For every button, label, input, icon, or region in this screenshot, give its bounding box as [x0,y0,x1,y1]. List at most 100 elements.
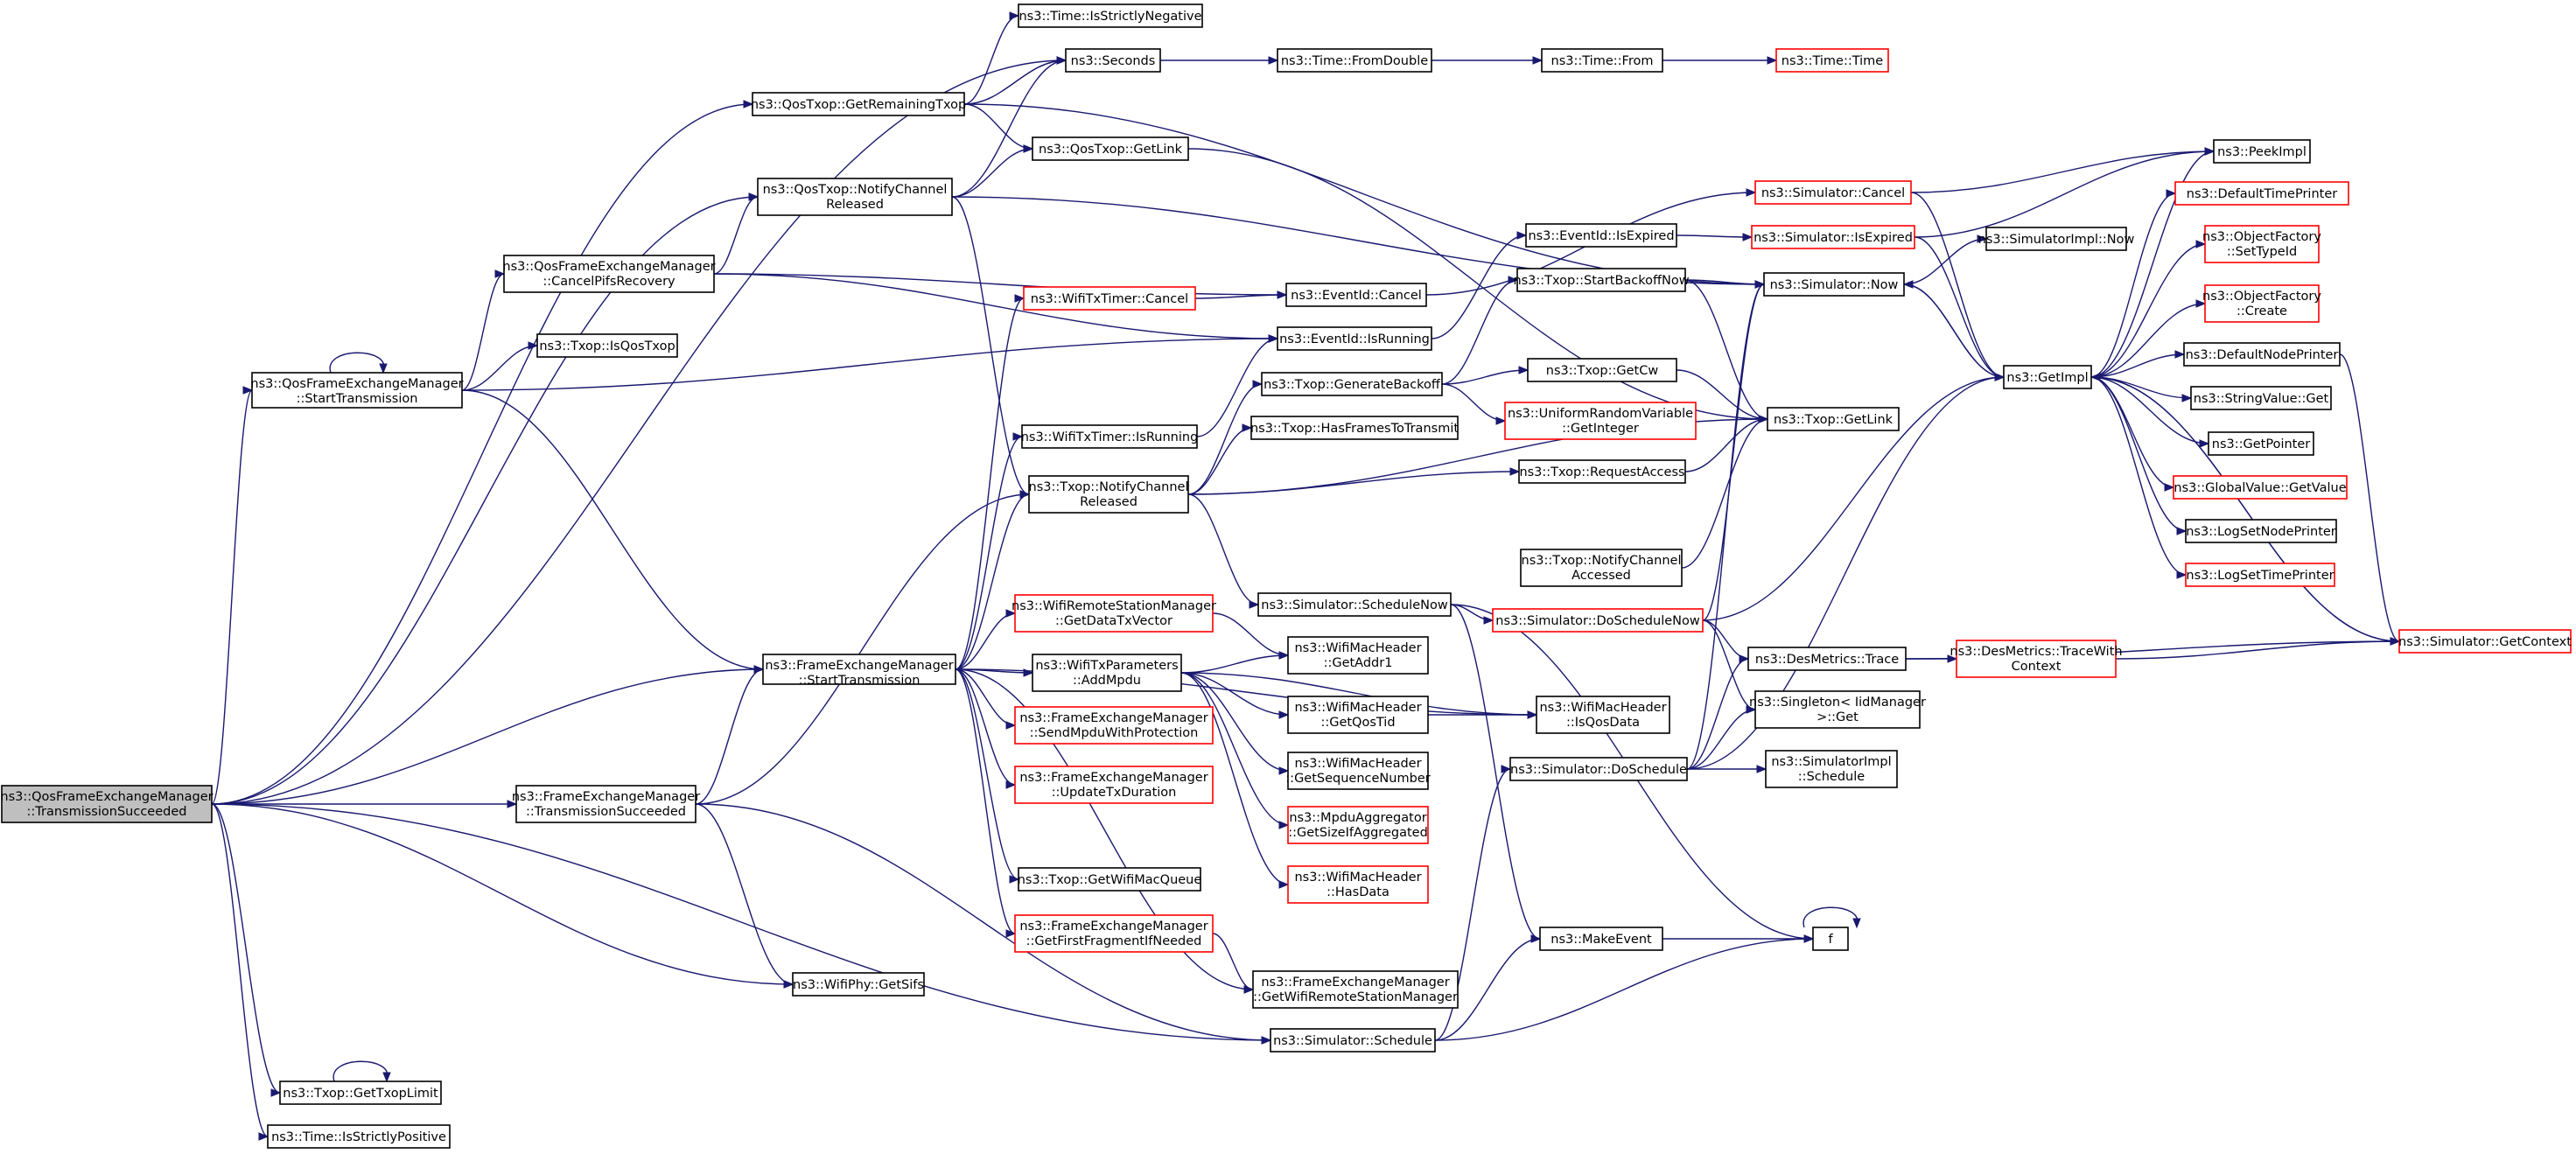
graph-node[interactable]: ns3::QosFrameExchangeManager::CancelPifs… [502,255,716,293]
graph-node[interactable]: ns3::GetPointer [2208,431,2314,456]
graph-node[interactable]: ns3::DesMetrics::Trace [1747,647,1907,671]
graph-node[interactable]: ns3::UniformRandomVariable::GetInteger [1504,402,1697,440]
graph-node[interactable]: ns3::Simulator::DoScheduleNow [1492,608,1704,633]
graph-node[interactable]: ns3::Simulator::ScheduleNow [1257,592,1452,617]
edge-line [1194,294,1287,299]
edge-line [695,493,1030,805]
graph-node[interactable]: ns3::FrameExchangeManager::GetWifiRemote… [1252,970,1459,1009]
graph-node[interactable]: ns3::FrameExchangeManager::GetFirstFragm… [1014,914,1214,953]
call-edge [1431,231,1528,339]
graph-node[interactable]: ns3::WifiTxTimer::IsRunning [1021,424,1199,449]
graph-node[interactable]: ns3::FrameExchangeManager::SendMpduWithP… [1014,706,1214,745]
graph-node[interactable]: ns3::WifiMacHeader::HasData [1287,865,1429,904]
graph-node[interactable]: ns3::Simulator::IsExpired [1751,225,1915,249]
call-edge [211,803,794,989]
graph-node[interactable]: ns3::WifiTxParameters::AddMpdu [1032,654,1182,692]
node-box [1014,706,1214,745]
edge-line [2090,353,2185,378]
graph-node[interactable]: ns3::SimulatorImpl::Schedule [1765,750,1898,788]
graph-node[interactable]: ns3::Txop::GetWifiMacQueue [1018,867,1202,892]
graph-node[interactable]: ns3::Time::FromDouble [1277,48,1432,73]
graph-node[interactable]: ns3::StringValue::Get [2190,386,2332,410]
graph-node[interactable]: ns3::ObjectFactory::Create [2202,284,2321,323]
call-edge [211,100,754,805]
edge-arrowhead [270,1088,282,1097]
graph-node[interactable]: ns3::WifiRemoteStationManager::GetDataTx… [1012,594,1216,633]
graph-node[interactable]: ns3::Txop::IsQosTxop [536,333,678,358]
graph-node[interactable]: ns3::WifiMacHeader::GetSequenceNumber [1285,752,1431,790]
graph-node[interactable]: ns3::Txop::RequestAccess [1518,459,1686,484]
graph-node[interactable]: ns3::WifiPhy::GetSifs [792,972,925,997]
edge-arrowhead [1532,56,1544,65]
graph-node[interactable]: ns3::Time::IsStrictlyNegative [1018,3,1203,28]
call-edge [1187,380,1264,495]
graph-node[interactable]: ns3::Txop::GenerateBackoff [1261,372,1443,396]
edge-arrowhead [2090,373,2101,381]
node-label: f [1828,933,1833,947]
edge-line [955,668,1016,934]
node-label: ns3::Txop::GenerateBackoff [1264,378,1441,392]
node-label: ns3::Simulator::IsExpired [1754,231,1913,245]
graph-node[interactable]: ns3::Singleton< IidManager >::Get [1749,690,1926,729]
edge-arrowhead [507,800,518,808]
graph-node[interactable]: ns3::FrameExchangeManager::StartTransmis… [762,654,956,688]
graph-node[interactable]: ns3::QosFrameExchangeManager::StartTrans… [250,372,464,409]
graph-node[interactable]: ns3::WifiTxTimer::Cancel [1023,286,1196,311]
call-edge [461,269,506,391]
edge-line [1686,376,2005,770]
graph-node[interactable]: ns3::WifiMacHeader::IsQosData [1536,696,1670,734]
edge-arrowhead [1005,609,1017,618]
graph-node[interactable]: ns3::Seconds [1065,48,1161,73]
graph-node[interactable]: ns3::ObjectFactory::SetTypeId [2202,225,2321,263]
graph-node[interactable]: ns3::QosFrameExchangeManager::Transmissi… [0,785,214,823]
node-box [279,1081,442,1105]
node-box [1956,640,2117,678]
graph-node[interactable]: ns3::Txop::GetCw [1527,358,1677,382]
graph-node[interactable]: ns3::SimulatorImpl::Now [1978,227,2135,251]
graph-node[interactable]: ns3::GlobalValue::GetValue [2173,475,2348,500]
node-label: ns3::QosFrameExchangeManager [250,377,463,391]
edge-line [1441,369,1529,385]
graph-node[interactable]: ns3::WifiMacHeader::GetQosTid [1287,696,1429,734]
graph-node[interactable]: ns3::WifiMacHeader::GetAddr1 [1287,636,1429,675]
edge-line [955,297,1025,670]
call-edge [2090,299,2207,378]
graph-node[interactable]: ns3::Txop::StartBackoffNow [1513,268,1690,292]
node-box [1287,696,1429,734]
graph-node[interactable]: ns3::GetImpl [2003,365,2092,389]
graph-node[interactable]: ns3::PeekImpl [2213,139,2311,164]
graph-node[interactable]: ns3::Time::IsStrictlyPositive [267,1124,451,1149]
graph-node[interactable]: ns3::Time::Time [1775,48,1889,73]
graph-node[interactable]: ns3::EventId::Cancel [1285,283,1427,307]
graph-node[interactable]: ns3::MpduAggregator::GetSizeIfAggregated [1287,806,1429,844]
call-edge [2115,637,2401,660]
graph-node[interactable]: ns3::MakeEvent [1539,927,1663,951]
graph-node[interactable]: ns3::LogSetTimePrinter [2185,563,2335,587]
graph-node[interactable]: ns3::DefaultTimePrinter [2174,181,2349,206]
graph-node[interactable]: ns3::Simulator::Cancel [1754,180,1912,205]
graph-node[interactable]: f [1812,927,1849,951]
graph-node[interactable]: ns3::FrameExchangeManager::UpdateTxDurat… [1014,766,1214,804]
graph-node[interactable]: ns3::EventId::IsRunning [1277,326,1432,351]
graph-node[interactable]: ns3::QosTxop::GetLink [1032,136,1189,161]
graph-node[interactable]: ns3::Simulator::Schedule [1270,1028,1436,1053]
edge-arrowhead [1268,334,1279,343]
graph-node[interactable]: ns3::Time::From [1541,48,1663,73]
graph-node[interactable]: ns3::Txop::GetTxopLimit [279,1081,442,1105]
graph-node[interactable]: ns3::Txop::GetLink [1767,407,1900,431]
graph-node[interactable]: ns3::LogSetNodePrinter [2185,519,2337,543]
graph-node[interactable]: ns3::Txop::HasFramesToTransmit [1250,416,1459,440]
graph-node[interactable]: ns3::EventId::IsExpired [1525,223,1677,248]
graph-node[interactable]: ns3::Simulator::DoSchedule [1509,757,1688,781]
graph-node[interactable]: ns3::FrameExchangeManager::TransmissionS… [512,785,700,823]
graph-node[interactable]: ns3::QosTxop::GetRemainingTxop [751,92,966,116]
graph-node[interactable]: ns3::DefaultNodePrinter [2183,342,2341,367]
node-box [1287,865,1429,904]
graph-node[interactable]: ns3::Simulator::Now [1763,272,1905,297]
graph-node[interactable]: ns3::Simulator::GetContext [2398,629,2572,654]
node-box [267,1124,451,1149]
